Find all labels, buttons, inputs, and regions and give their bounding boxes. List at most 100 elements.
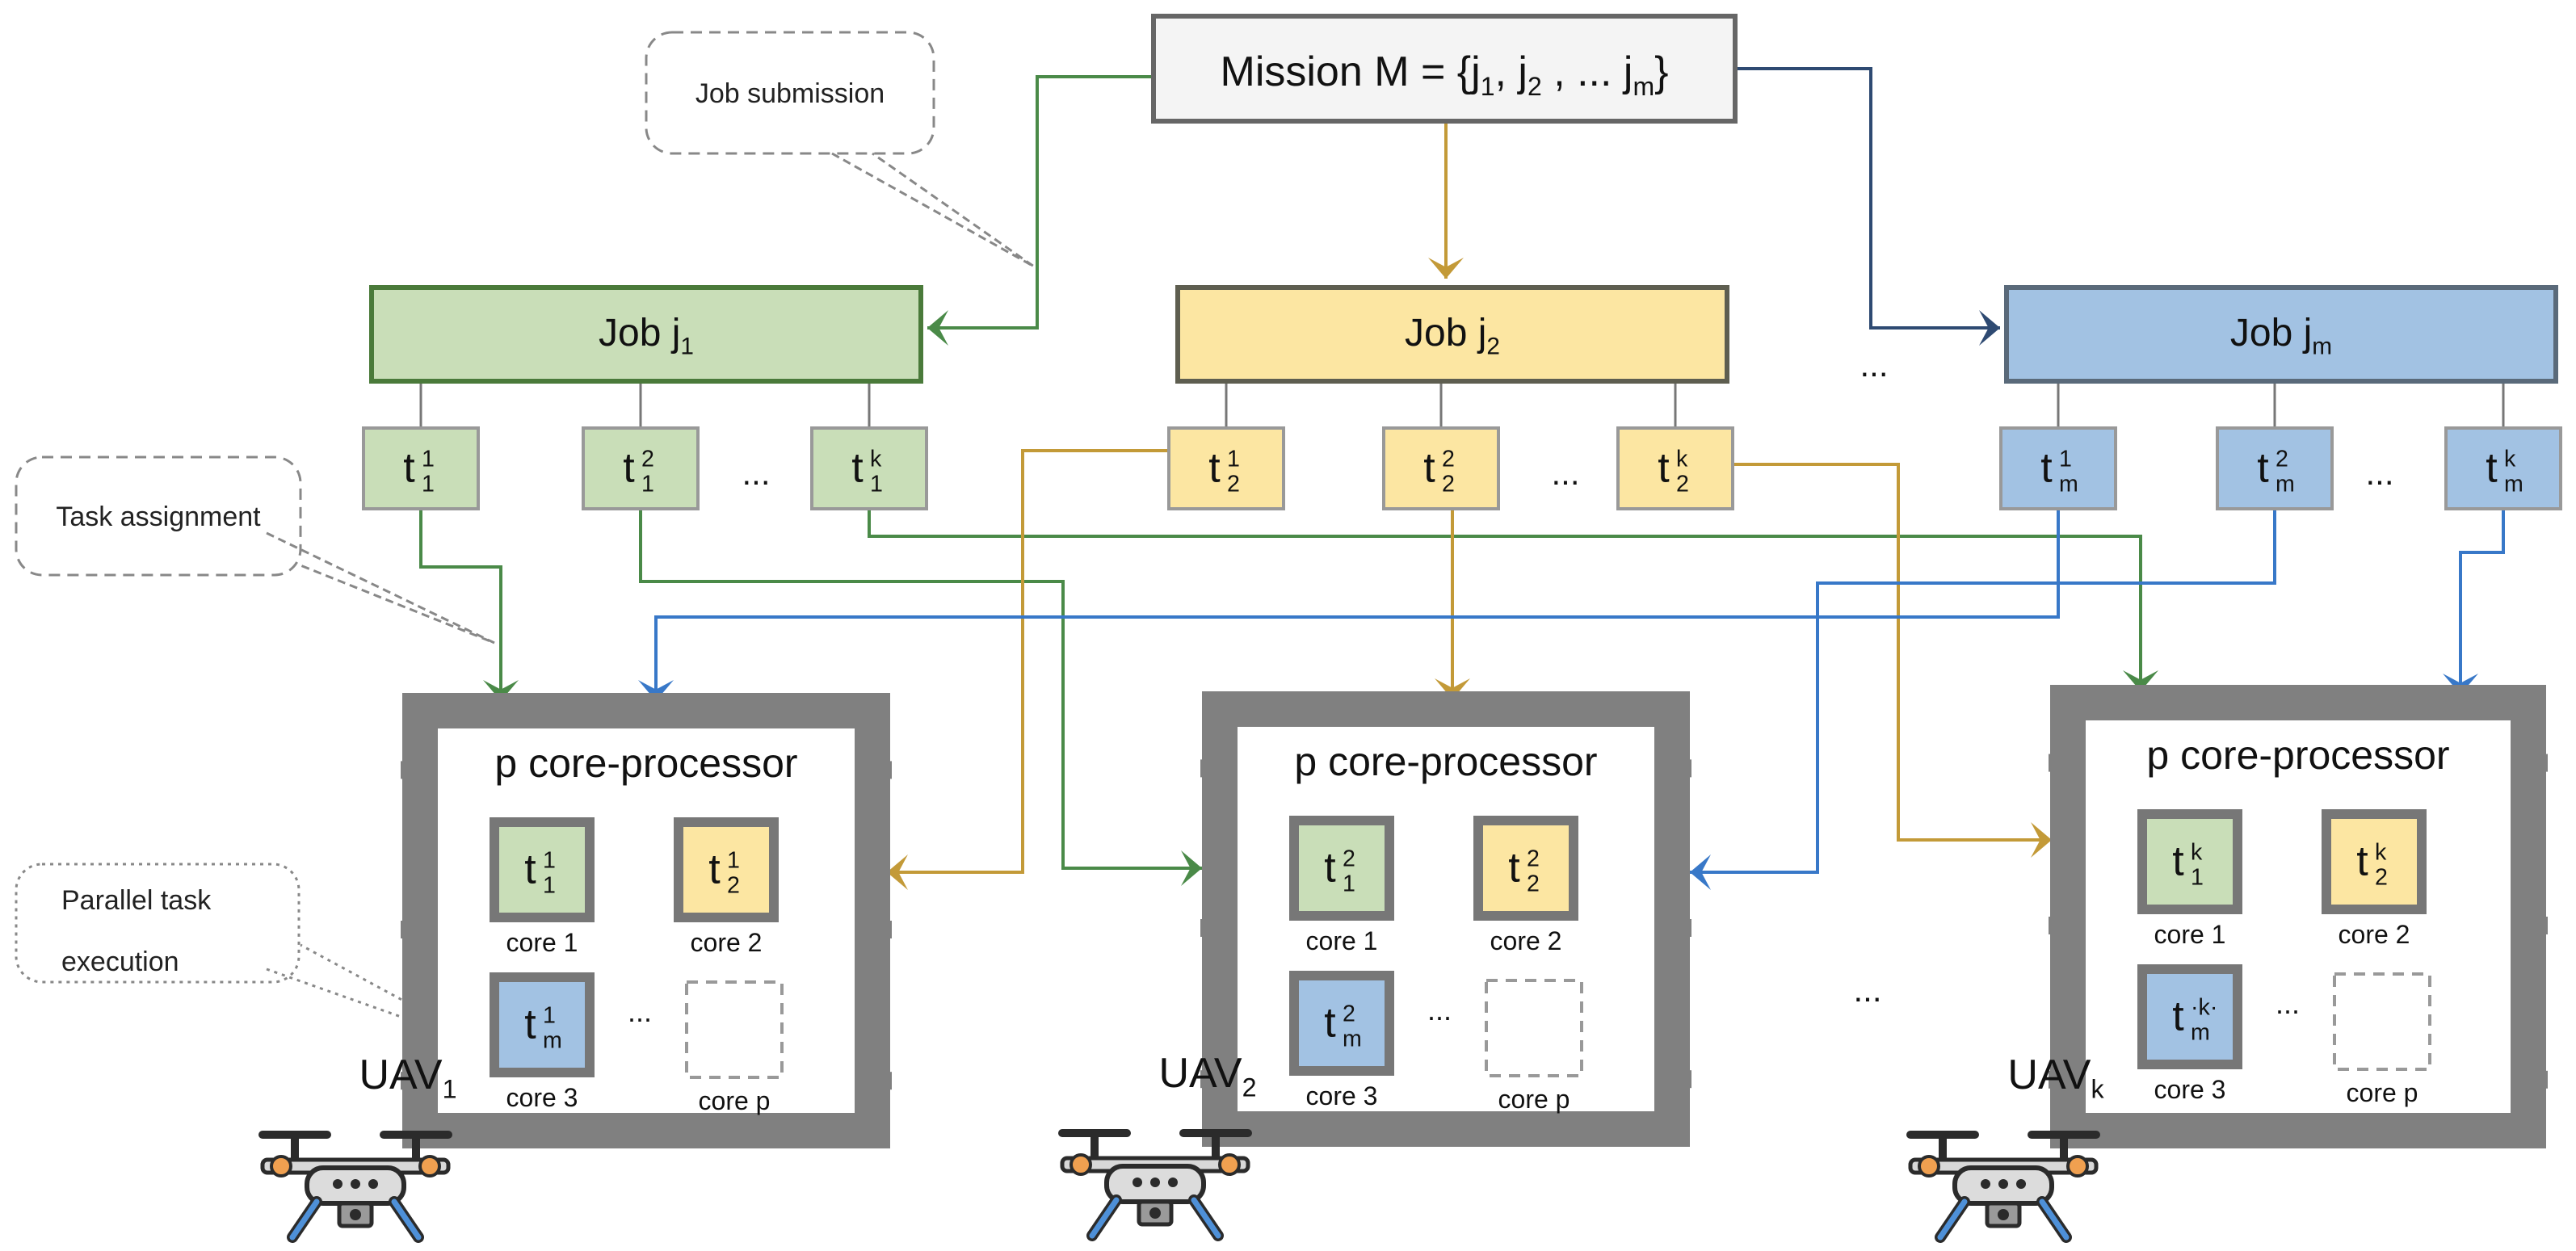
svg-text:m: m bbox=[1343, 1026, 1362, 1052]
t2k-to-uavk-arrowhead bbox=[2031, 822, 2052, 858]
svg-text:1: 1 bbox=[641, 472, 654, 497]
svg-text:t: t bbox=[524, 846, 536, 893]
svg-text:1: 1 bbox=[870, 472, 883, 497]
svg-text:t: t bbox=[851, 445, 864, 492]
ellipsis: ... bbox=[2365, 454, 2393, 492]
tm2-to-uav2-arrowhead bbox=[1690, 854, 1711, 890]
core-label: core p bbox=[699, 1086, 771, 1115]
uav-label: UAV2 bbox=[1159, 1050, 1257, 1102]
svg-text:·k·: ·k· bbox=[2191, 994, 2217, 1020]
svg-text:k: k bbox=[2375, 839, 2387, 865]
svg-text:t: t bbox=[708, 846, 721, 893]
t1k-to-uavk bbox=[868, 509, 2142, 691]
svg-text:t: t bbox=[2172, 993, 2184, 1040]
t21-to-uav1-arrowhead bbox=[887, 854, 908, 890]
svg-text:1: 1 bbox=[2191, 865, 2204, 891]
core-p: core p bbox=[685, 980, 784, 1115]
t11-to-uav1-arrowhead bbox=[483, 680, 519, 701]
job-label: Job jm bbox=[2230, 312, 2332, 360]
job-box-1: Job j1 bbox=[369, 285, 923, 384]
t12-to-uav2 bbox=[639, 509, 1202, 870]
t21-to-uav1 bbox=[887, 449, 1169, 874]
processor-title: p core-processor bbox=[2146, 733, 2449, 778]
svg-text:t: t bbox=[623, 445, 635, 492]
svg-text:1: 1 bbox=[1227, 446, 1240, 472]
svg-text:2: 2 bbox=[1676, 472, 1689, 497]
callout-parallel-task-execution: Parallel task execution bbox=[15, 863, 495, 1052]
mission-to-job-m-arrowhead bbox=[1979, 310, 2000, 346]
core-label: core 2 bbox=[1490, 926, 1562, 955]
job-label: Job j2 bbox=[1405, 312, 1500, 360]
core-label: core 2 bbox=[2339, 920, 2410, 949]
svg-text:1: 1 bbox=[543, 847, 556, 873]
core-label: core 3 bbox=[506, 1083, 578, 1112]
core-label: core 3 bbox=[1306, 1081, 1378, 1110]
tmk-to-uavk-arrowhead bbox=[2443, 674, 2478, 695]
svg-text:2: 2 bbox=[1527, 871, 1540, 897]
core-p: core p bbox=[2333, 972, 2431, 1107]
callout-task-assignment: Task assignment bbox=[15, 455, 495, 644]
svg-text:m: m bbox=[2276, 472, 2295, 497]
mission-to-job-m bbox=[1735, 67, 2000, 330]
job-label: Job j1 bbox=[599, 312, 694, 360]
svg-text:t: t bbox=[2486, 445, 2498, 492]
svg-text:t: t bbox=[1423, 445, 1435, 492]
callout-text: execution bbox=[61, 947, 179, 977]
svg-text:1: 1 bbox=[422, 472, 435, 497]
svg-text:t: t bbox=[2040, 445, 2053, 492]
callout-job-submission: Job submission bbox=[645, 31, 1035, 268]
svg-text:m: m bbox=[2059, 472, 2078, 497]
svg-text:m: m bbox=[543, 1028, 562, 1054]
t11-to-uav1 bbox=[419, 509, 502, 701]
svg-text:1: 1 bbox=[543, 1002, 556, 1028]
core-task-label: t·k·m bbox=[2172, 993, 2217, 1046]
svg-text:t: t bbox=[2356, 838, 2368, 885]
svg-text:t: t bbox=[403, 445, 415, 492]
svg-text:t: t bbox=[2172, 838, 2184, 885]
svg-text:k: k bbox=[2504, 446, 2516, 472]
svg-text:m: m bbox=[2504, 472, 2523, 497]
svg-text:t: t bbox=[1324, 1000, 1336, 1047]
svg-text:2: 2 bbox=[2375, 865, 2388, 891]
ellipsis: ... bbox=[1551, 454, 1579, 492]
svg-text:2: 2 bbox=[2276, 446, 2288, 472]
svg-text:1: 1 bbox=[727, 847, 740, 873]
tm2-to-uav2 bbox=[1690, 509, 2276, 874]
ellipsis: ... bbox=[628, 995, 652, 1028]
core-label: core 1 bbox=[506, 928, 578, 957]
tm1-to-uav1-arrowhead bbox=[638, 680, 674, 701]
callout-text: Parallel task bbox=[61, 885, 212, 916]
svg-text:1: 1 bbox=[422, 446, 435, 472]
svg-text:t: t bbox=[1208, 445, 1221, 492]
svg-text:k: k bbox=[2191, 839, 2203, 865]
mission-to-job-2-arrowhead bbox=[1428, 258, 1464, 279]
ellipsis: ... bbox=[742, 454, 770, 492]
svg-text:t: t bbox=[1658, 445, 1670, 492]
mission-label: Mission M = {j1, j2 , ... jm} bbox=[1221, 48, 1669, 101]
svg-text:2: 2 bbox=[1527, 846, 1540, 871]
svg-text:t: t bbox=[1324, 845, 1336, 892]
svg-text:1: 1 bbox=[543, 873, 556, 899]
